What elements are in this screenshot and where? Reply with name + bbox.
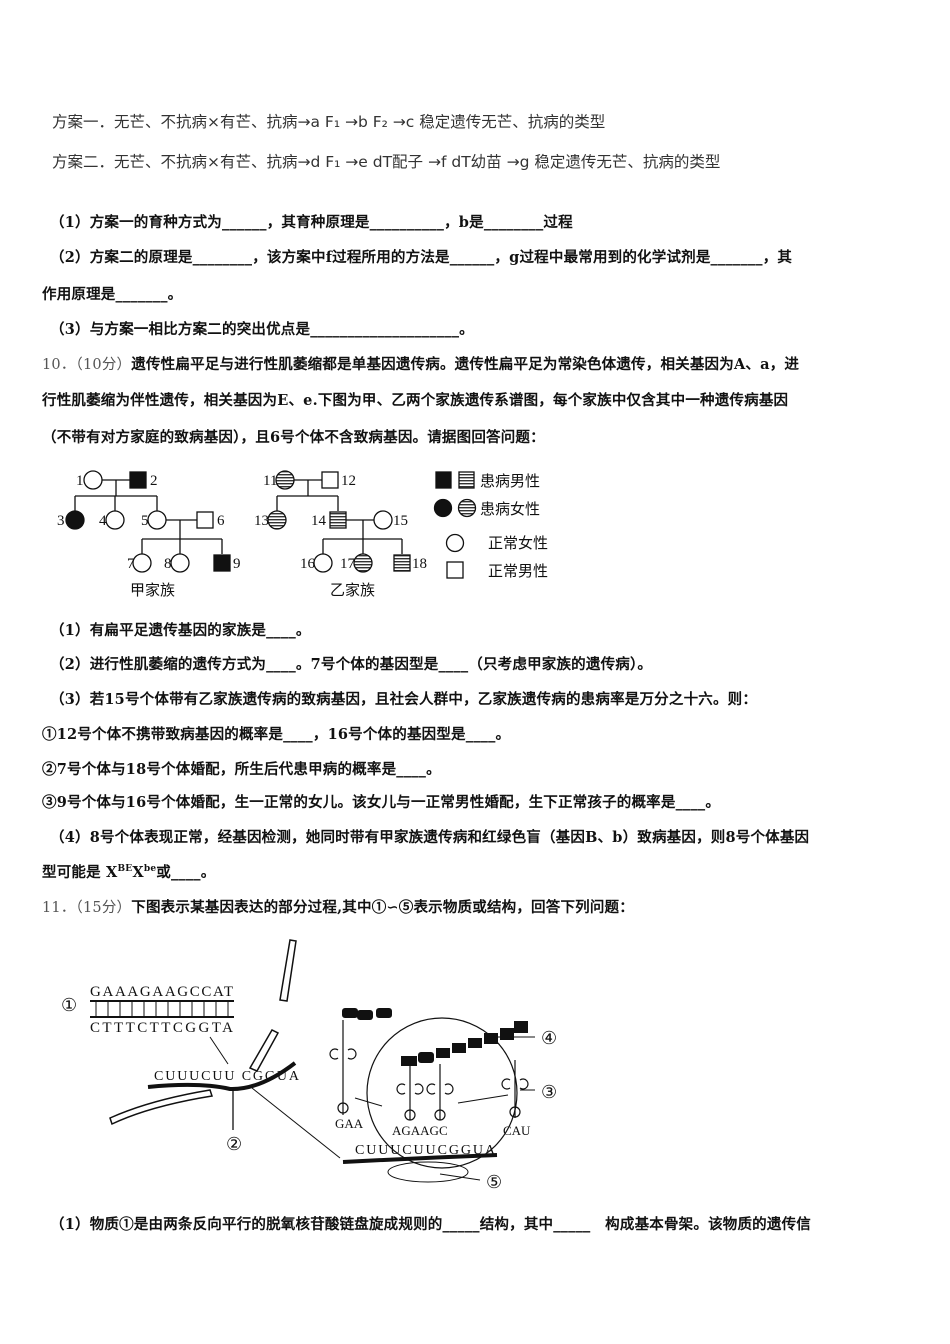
individual-11 — [275, 470, 295, 490]
family-yi-label: 乙家族 — [330, 582, 375, 599]
q9-3: （3）与方案一相比方案二的突出优点是____________________。 — [50, 321, 474, 338]
label-2-mrna: ② — [226, 1134, 242, 1154]
individual-13 — [267, 510, 287, 530]
individual-4 — [105, 510, 125, 530]
label-15: 15 — [393, 513, 408, 529]
label-4: 4 — [99, 513, 107, 529]
label-2: 2 — [150, 473, 158, 489]
legend-affected-male: 患病男性 — [480, 473, 540, 490]
individual-9 — [213, 554, 231, 572]
dna-top-strand: GAAAGAAGCCAT — [90, 984, 233, 1000]
legend-affected-female: 患病女性 — [480, 500, 540, 518]
dna-bottom-strand: CTTTCTTCGGTA — [90, 1020, 233, 1036]
scheme-1: 方案一．无芒、不抗病×有芒、抗病→a F₁ →b F₂ →c 稳定遗传无芒、抗病… — [52, 113, 606, 131]
q10-1: （1）有扁平足遗传基因的家族是____。 — [50, 622, 311, 639]
anticodon-cau: CAU — [503, 1123, 531, 1138]
anticodon-gaa: GAA — [335, 1116, 364, 1131]
label-9: 9 — [233, 556, 241, 572]
q10-4b: 型可能是 XBEXbe或____。 — [42, 864, 216, 881]
label-3: 3 — [57, 513, 65, 529]
label-17: 17 — [340, 556, 356, 572]
label-4-peptide: ④ — [541, 1028, 557, 1048]
q10-stem-3: （不带有对方家庭的致病基因），且6号个体不含致病基因。请据图回答问题： — [42, 429, 545, 446]
label-5-ribosome: ⑤ — [486, 1172, 502, 1192]
q11-stem: 11．（15分）下图表示某基因表达的部分过程,其中①∽⑤表示物质或结构，回答下列… — [42, 896, 634, 917]
label-18: 18 — [412, 556, 427, 572]
individual-7 — [132, 553, 152, 573]
individual-12 — [321, 471, 339, 489]
label-3-trna: ③ — [541, 1082, 557, 1102]
label-1: 1 — [76, 473, 84, 489]
individual-5 — [147, 510, 167, 530]
individual-18 — [393, 554, 411, 572]
q10-stem-1: 10．（10分）遗传性扁平足与进行性肌萎缩都是单基因遗传病。遗传性扁平足为常染色… — [42, 353, 799, 374]
q10-3c: ③9号个体与16号个体婚配，生一正常的女儿。该女儿与一正常男性婚配，生下正常孩子… — [42, 794, 721, 811]
q11-number: 11．（15分） — [42, 900, 132, 916]
q10-stem-text: 遗传性扁平足与进行性肌萎缩都是单基因遗传病。遗传性扁平足为常染色体遗传，相关基因… — [131, 356, 800, 373]
individual-17 — [353, 553, 373, 573]
individual-3 — [65, 510, 85, 530]
q9-1: （1）方案一的育种方式为______，其育种原理是__________，b是__… — [50, 214, 573, 231]
scheme-2: 方案二．无芒、不抗病×有芒、抗病→d F₁ →e dT配子 →f dT幼苗 →g… — [52, 153, 721, 171]
legend-normal-male: 正常男性 — [488, 563, 548, 580]
label-12: 12 — [341, 473, 356, 489]
label-7: 7 — [127, 556, 135, 572]
individual-2 — [129, 471, 147, 489]
trna-molecules — [329, 1020, 529, 1121]
family-jia-label: 甲家族 — [130, 582, 175, 599]
q11-stem-text: 下图表示某基因表达的部分过程,其中①∽⑤表示物质或结构，回答下列问题： — [131, 899, 634, 916]
pedigree-diagram: 1 2 3 4 5 6 7 8 9 11 12 13 14 15 16 17 1… — [57, 470, 548, 599]
q10-3: （3）若15号个体带有乙家族遗传病的致病基因，且社会人群中，乙家族遗传病的患病率… — [50, 691, 758, 708]
q10-stem-2: 行性肌萎缩为伴性遗传，相关基因为E、e.下图为甲、乙两个家族遗传系谱图，每个家族… — [42, 392, 789, 409]
label-8: 8 — [164, 556, 172, 572]
q9-2b: 作用原理是_______。 — [42, 286, 183, 303]
q10-3b: ②7号个体与18号个体婚配，所生后代患甲病的概率是____。 — [42, 761, 441, 778]
gene-expression-diagram: ① GAAAGAAGCCAT CTTTCTTCGGTA CUUUCUU CGGU… — [61, 939, 557, 1192]
q9-2: （2）方案二的原理是________，该方案中f过程所用的方法是______，g… — [50, 249, 793, 266]
q11-1: （1）物质①是由两条反向平行的脱氧核苷酸链盘旋成规则的_____结构，其中___… — [50, 1216, 811, 1233]
label-14: 14 — [311, 513, 327, 529]
label-11: 11 — [263, 473, 277, 489]
label-1-dna: ① — [61, 995, 77, 1015]
q10-number: 10．（10分） — [42, 357, 132, 373]
q10-3a: ①12号个体不携带致病基因的概率是____，16号个体的基因型是____。 — [42, 726, 511, 743]
individual-14 — [329, 511, 347, 529]
label-6: 6 — [217, 513, 225, 529]
individual-8 — [170, 553, 190, 573]
q10-2: （2）进行性肌萎缩的遗传方式为____。7号个体的基因型是____（只考虑甲家族… — [50, 656, 653, 673]
anticodon-agaagc: AGAAGC — [392, 1123, 448, 1138]
individual-15 — [373, 510, 393, 530]
individual-6 — [196, 511, 214, 529]
individual-16 — [313, 553, 333, 573]
individual-1 — [83, 470, 103, 490]
label-13: 13 — [254, 513, 269, 529]
amino-acids — [342, 1008, 528, 1066]
q10-4: （4）8号个体表现正常，经基因检测，她同时带有甲家族遗传病和红绿色盲（基因B、b… — [50, 829, 810, 846]
label-5: 5 — [141, 513, 149, 529]
label-16: 16 — [300, 556, 316, 572]
legend-normal-female: 正常女性 — [488, 534, 548, 552]
